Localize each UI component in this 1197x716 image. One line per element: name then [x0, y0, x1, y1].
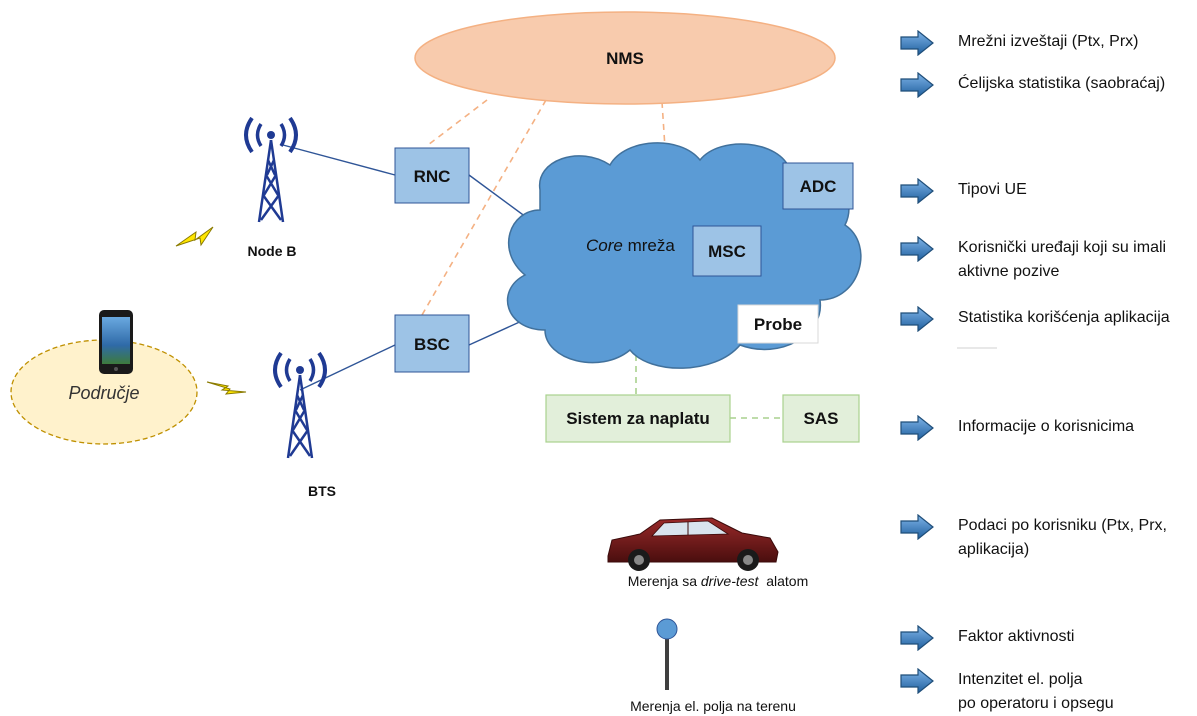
msc-node: MSC: [692, 225, 762, 277]
output-line: aktivne pozive: [958, 263, 1060, 280]
bts-label: BTS: [308, 483, 336, 499]
node-b-label: Node B: [248, 243, 297, 259]
output-text: Intenzitet el. polja po operatoru i opseg…: [958, 668, 1114, 716]
arrow-right-icon: [900, 415, 934, 441]
arrow-right-icon: [900, 30, 934, 56]
output-item: Intenzitet el. polja po operatoru i opseg…: [900, 668, 1114, 716]
adc-label: ADC: [800, 177, 837, 196]
nms-node: NMS: [414, 11, 836, 105]
output-text: Korisnički uređaji koji su imali aktivne …: [958, 236, 1166, 284]
arrow-right-icon: [900, 625, 934, 651]
output-text: Informacije o korisnicima: [958, 415, 1134, 439]
output-line: aplikacija): [958, 541, 1030, 558]
core-label: Core mreža: [586, 236, 675, 255]
rnc-node: RNC: [394, 147, 470, 204]
output-line: Podaci po korisniku (Ptx, Prx,: [958, 517, 1167, 534]
arrow-right-icon: [900, 72, 934, 98]
output-text: Mrežni izveštaji (Ptx, Prx): [958, 30, 1138, 54]
sas-label: SAS: [804, 409, 839, 428]
rnc-label: RNC: [414, 167, 451, 186]
field-probe-icon: [656, 618, 678, 690]
area-label: Područje: [68, 383, 139, 403]
lightning-icon: [175, 226, 214, 247]
output-line: Faktor aktivnosti: [958, 628, 1075, 645]
output-line: Mrežni izveštaji (Ptx, Prx): [958, 33, 1139, 50]
output-item: Ćelijska statistika (saobraćaj): [900, 72, 1165, 98]
output-item: Tipovi UE: [900, 178, 1027, 204]
field-measure-label: Merenja el. polja na terenu: [630, 698, 796, 714]
output-item: Informacije o korisnicima: [900, 415, 1134, 441]
lightning-icon: [206, 381, 247, 395]
arrow-right-icon: [900, 306, 934, 332]
output-line: po operatoru i opsegu: [958, 695, 1114, 712]
output-item: Mrežni izveštaji (Ptx, Prx): [900, 30, 1138, 56]
output-line: Intenzitet el. polja: [958, 671, 1083, 688]
billing-node: Sistem za naplatu: [545, 394, 731, 443]
nms-label: NMS: [606, 49, 644, 68]
bsc-node: BSC: [394, 314, 470, 373]
output-item: Podaci po korisniku (Ptx, Prx, aplikacija…: [900, 514, 1167, 562]
msc-label: MSC: [708, 242, 746, 261]
output-line: Korisnički uređaji koji su imali: [958, 239, 1167, 256]
output-line: Tipovi UE: [958, 181, 1027, 198]
arrow-right-icon: [900, 668, 934, 694]
output-line: Informacije o korisnicima: [958, 418, 1135, 435]
output-text: Faktor aktivnosti: [958, 625, 1074, 649]
mobile-phone-icon: [99, 310, 133, 374]
probe-label: Probe: [754, 315, 802, 334]
sas-node: SAS: [782, 394, 860, 443]
arrow-right-icon: [900, 514, 934, 540]
output-item: Statistika korišćenja aplikacija: [900, 306, 1170, 332]
bsc-label: BSC: [414, 335, 450, 354]
output-text: Tipovi UE: [958, 178, 1027, 202]
bts-tower-icon: [273, 351, 327, 459]
probe-node: Probe: [737, 304, 819, 344]
nms-links: [421, 99, 666, 316]
output-text: Statistika korišćenja aplikacija: [958, 306, 1170, 330]
output-text: Podaci po korisniku (Ptx, Prx, aplikacija…: [958, 514, 1167, 562]
arrow-right-icon: [900, 178, 934, 204]
arrow-right-icon: [900, 236, 934, 262]
billing-links: [635, 355, 783, 419]
output-item: Faktor aktivnosti: [900, 625, 1074, 651]
billing-label: Sistem za naplatu: [566, 409, 710, 428]
output-item: Korisnički uređaji koji su imali aktivne …: [900, 236, 1166, 284]
output-text: Ćelijska statistika (saobraćaj): [958, 72, 1165, 96]
node-b-tower-icon: [244, 116, 298, 223]
adc-node: ADC: [782, 162, 854, 210]
output-line: Ćelijska statistika (saobraćaj): [958, 75, 1166, 92]
car-icon: [607, 517, 779, 571]
output-line: Statistika korišćenja aplikacija: [958, 309, 1170, 326]
drive-test-label: Merenja sa drive-test alatom: [628, 573, 809, 589]
coverage-area: Područje: [10, 339, 198, 445]
